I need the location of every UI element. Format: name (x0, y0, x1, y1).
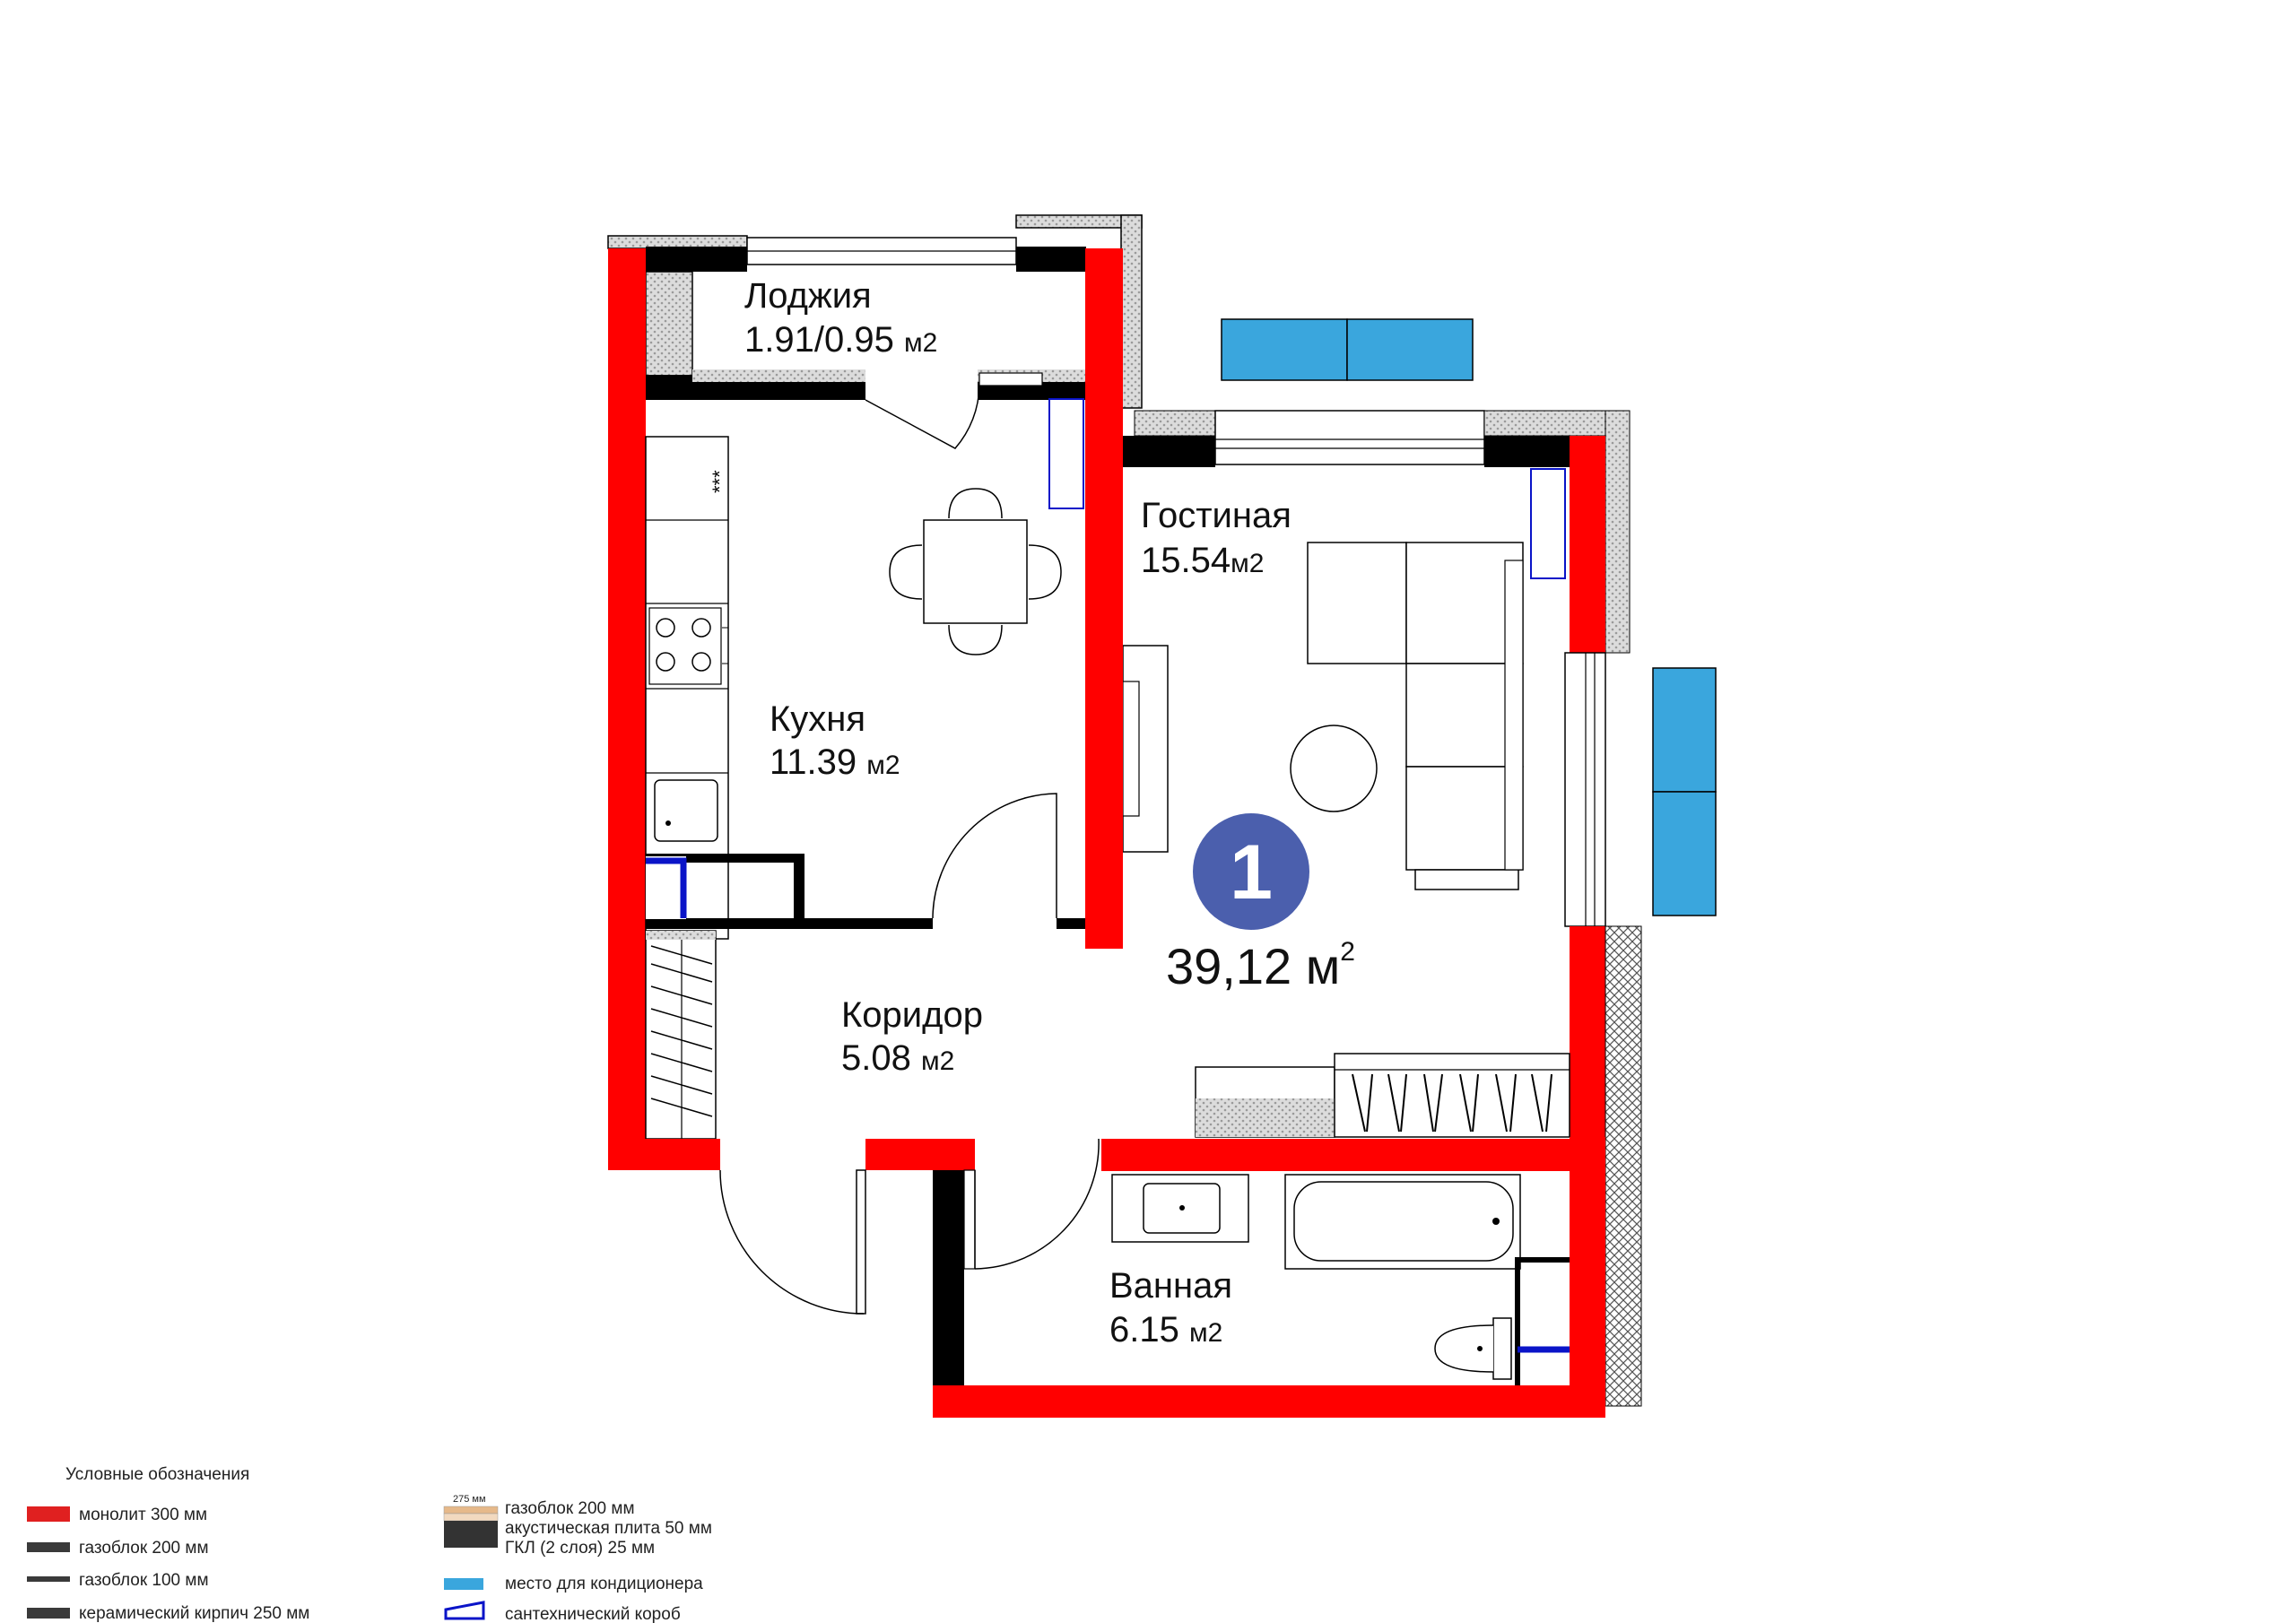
legend-gasblock200: газоблок 200 мм (79, 1539, 209, 1558)
plumbing-niche (1515, 1257, 1570, 1385)
kitchen-bottom-wall-2 (794, 854, 804, 927)
ac-unit-top-2 (1346, 318, 1474, 381)
loggia-name: Лоджия (744, 276, 872, 316)
entrance-wall-left (608, 1139, 720, 1170)
corridor: Коридор 5.08 м2 (608, 930, 983, 1315)
living-name: Гостиная (1141, 496, 1292, 535)
kitchen-name: Кухня (770, 699, 865, 739)
legend-swatch-ac (444, 1578, 483, 1590)
kitchen: *** Кухня 11.39 м2 (645, 436, 1085, 940)
bath-bottom-wall (933, 1385, 1605, 1418)
loggia-door-window (978, 372, 1043, 386)
door-swing-icon (932, 793, 1057, 919)
loggia-wall-right (1120, 214, 1143, 409)
door-swing-icon (974, 1138, 1100, 1270)
living-right-hatch (1605, 410, 1631, 654)
wardrobe-corridor (645, 930, 717, 1140)
door-swing-icon (865, 385, 980, 449)
door-swing-icon (719, 1169, 865, 1315)
legend-ac: место для кондиционера (505, 1575, 703, 1593)
rooms-count: 1 (1230, 829, 1273, 916)
kitchen-bottom-wall-4 (1057, 918, 1085, 929)
corridor-name: Коридор (841, 995, 983, 1035)
living-top-black-right (1484, 436, 1570, 467)
sofa-icon (1307, 542, 1524, 890)
plumbing-box-kitchen-bottom (646, 856, 686, 919)
legend-swatch-composite: 275 мм (443, 1494, 499, 1548)
living-right-red-top (1570, 436, 1605, 653)
living-top-hatch-left (1134, 410, 1216, 437)
ac-unit-right-1 (1652, 667, 1717, 793)
legend-brick250: керамический кирпич 250 мм (79, 1604, 309, 1623)
loggia-black-right (1016, 247, 1086, 272)
ac-unit-top-1 (1221, 318, 1348, 381)
legend-swatch-brick250 (27, 1608, 70, 1619)
living-top-black-left (1123, 436, 1215, 467)
loggia-red-left (608, 248, 646, 1170)
stove-icon (648, 607, 728, 685)
legend-composite-dim: 275 мм (453, 1494, 486, 1505)
legend-composite-2: акустическая плита 50 мм (505, 1519, 712, 1538)
apartment-badge (1193, 813, 1309, 930)
entrance-wall-right (865, 1139, 975, 1170)
living-area: 15.54м2 (1141, 541, 1264, 580)
legend-title: Условные обозначения (65, 1465, 249, 1484)
living-top-hatch-right (1483, 410, 1629, 437)
legend-composite-1: газоблок 200 мм (505, 1499, 635, 1518)
plumbing-box-living (1530, 468, 1566, 579)
kitchen-bottom-wall-3 (646, 918, 933, 929)
ac-unit-right-2 (1652, 791, 1717, 916)
loggia-bottom-wall-right (978, 382, 1085, 400)
loggia-black-left (646, 247, 747, 272)
bathroom-name: Ванная (1109, 1266, 1232, 1306)
bath-top-wall (1101, 1139, 1605, 1171)
sink-icon (1111, 1174, 1249, 1243)
legend-swatch-gasblock200 (27, 1542, 70, 1552)
legend-swatch-plumbing (444, 1601, 485, 1620)
loggia-wall-top-left (607, 235, 748, 249)
bath-left-wall-black (933, 1170, 964, 1385)
loggia-area: 1.91/0.95 м2 (744, 320, 937, 360)
sink-icon (654, 779, 718, 842)
toilet-icon (1434, 1317, 1512, 1380)
plumbing-box-kitchen (1048, 398, 1084, 509)
legend-swatch-gasblock100 (27, 1576, 70, 1582)
legend-gasblock100: газоблок 100 мм (79, 1571, 209, 1590)
living-window (1214, 410, 1485, 465)
loggia-inner-left-wall (645, 271, 693, 380)
tv-unit (1122, 645, 1169, 853)
bathtub-icon (1284, 1174, 1521, 1270)
legend-swatch-monolith (27, 1506, 70, 1522)
kitchen-area: 11.39 м2 (770, 742, 900, 782)
wardrobe-living (1195, 1053, 1570, 1138)
hood-marks: *** (709, 470, 731, 493)
legend-plumbing: сантехнический короб (505, 1605, 681, 1623)
ac-units (1221, 318, 1717, 916)
coffee-table (1290, 725, 1378, 812)
kitchen-bottom-wall (646, 854, 803, 863)
dining-table-icon (889, 488, 1062, 655)
legend-composite-3: ГКЛ (2 слоя) 25 мм (505, 1539, 655, 1558)
kitchen-living-wall (1085, 436, 1123, 949)
legend-monolith: монолит 300 мм (79, 1506, 207, 1524)
entrance-door-leaf (856, 1169, 866, 1315)
bathroom: Ванная 6.15 м2 (933, 1137, 1605, 1418)
bathroom-area: 6.15 м2 (1109, 1310, 1222, 1350)
outer-right-xhatch (1605, 925, 1642, 1407)
living-room: Гостиная 15.54м2 1 39,12 м2 (1122, 496, 1570, 1138)
legend: Условные обозначения монолит 300 мм газо… (27, 1465, 712, 1623)
corridor-area: 5.08 м2 (841, 1038, 954, 1078)
bath-right-wall (1570, 1137, 1605, 1406)
total-area: 39,12 м2 (1166, 937, 1355, 994)
loggia-bottom-hatch (692, 369, 865, 382)
bath-left-wall-gap (963, 1169, 976, 1270)
